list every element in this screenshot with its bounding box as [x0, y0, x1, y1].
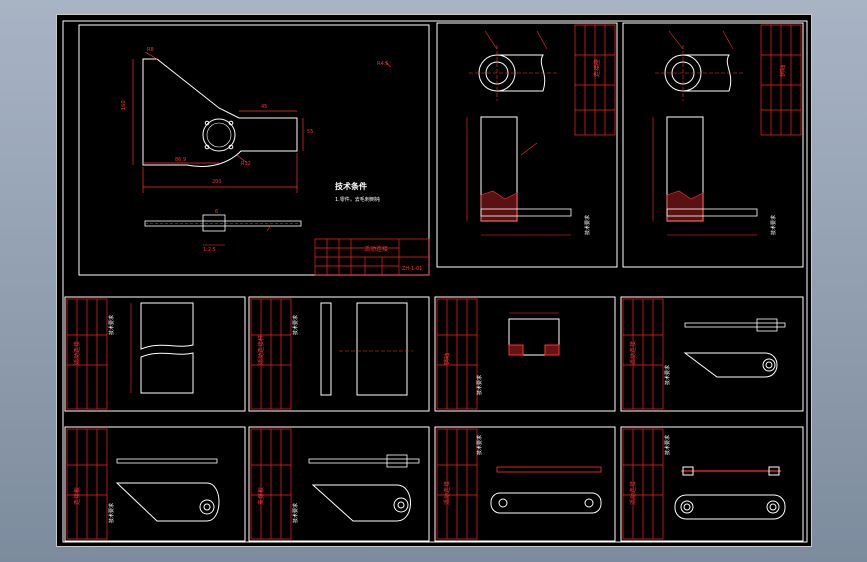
panel-row3-1: 连接板 技术要求 [64, 426, 246, 542]
panel-connector-seat-b: 销轴 技术要求 [622, 22, 804, 268]
tech-note: 技术要求 [108, 315, 115, 335]
panel-main-part: R8 160 86.9 200 45 55 R12 R4.5 1:2.5 6 技… [78, 24, 430, 276]
tech-note: 技术要求 [292, 315, 299, 335]
title-block-name: 活动连接 [364, 245, 388, 253]
dim-label: R4.5 [377, 61, 388, 67]
zone-label: 活动连接 [629, 481, 637, 505]
dim-label: 200 [212, 179, 222, 185]
tech-note: 技术要求 [664, 365, 671, 385]
tech-note: 技术要求 [108, 503, 115, 523]
tech-note-title: 技术条件 [335, 181, 367, 191]
zone-label: 活动连接杆 [257, 335, 265, 365]
dim-label: 6 [215, 209, 218, 215]
tech-note: 技术要求 [476, 375, 483, 395]
panel-row3-2: 支撑板 技术要求 [248, 426, 430, 542]
panel-row2-4: 活动连接 技术要求 [620, 296, 804, 412]
dim-label: 45 [261, 104, 267, 110]
outer-frame [62, 20, 808, 543]
title-block [314, 238, 430, 276]
zone-label: 活动连接 [629, 341, 637, 365]
panel-row3-3: 活动连接 技术要求 [434, 426, 616, 542]
panel-row3-4: 活动连接 技术要求 [620, 426, 804, 542]
dim-label: R12 [241, 161, 251, 167]
drawing-sheet[interactable]: R8 160 86.9 200 45 55 R12 R4.5 1:2.5 6 技… [56, 14, 812, 547]
zone-label: 连接座 [593, 59, 601, 77]
drawing-canvas: R8 160 86.9 200 45 55 R12 R4.5 1:2.5 6 技… [62, 20, 808, 543]
tech-note-text: 1.零件，去毛刺倒钝 [335, 196, 380, 203]
dim-label: 1:2.5 [203, 247, 216, 253]
tech-note: 技术要求 [664, 435, 671, 455]
dim-label: 55 [307, 129, 313, 135]
dim-label: 160 [121, 100, 127, 110]
tech-note: 技术要求 [584, 215, 591, 235]
dim-label: 86.9 [175, 157, 186, 163]
tech-note: 技术要求 [292, 503, 299, 523]
title-block-code: ZH-1-01 [402, 266, 422, 272]
zone-label: 活动连接 [73, 341, 81, 365]
zone-label: 活动连接 [443, 481, 451, 505]
zone-label: 销轴 [443, 353, 451, 365]
panel-row2-2: 活动连接杆 技术要求 [248, 296, 430, 412]
zone-label: 连接板 [73, 487, 81, 505]
panel-row2-3: 销轴 技术要求 [434, 296, 616, 412]
zone-label: 销轴 [779, 65, 787, 77]
dim-label: R8 [147, 47, 154, 53]
zone-label: 支撑板 [257, 487, 265, 505]
panel-connector-seat: 连接座 技术要求 [436, 22, 618, 268]
tech-note: 技术要求 [770, 215, 777, 235]
tech-note: 技术要求 [476, 435, 483, 455]
panel-row2-1: 活动连接 技术要求 [64, 296, 246, 412]
